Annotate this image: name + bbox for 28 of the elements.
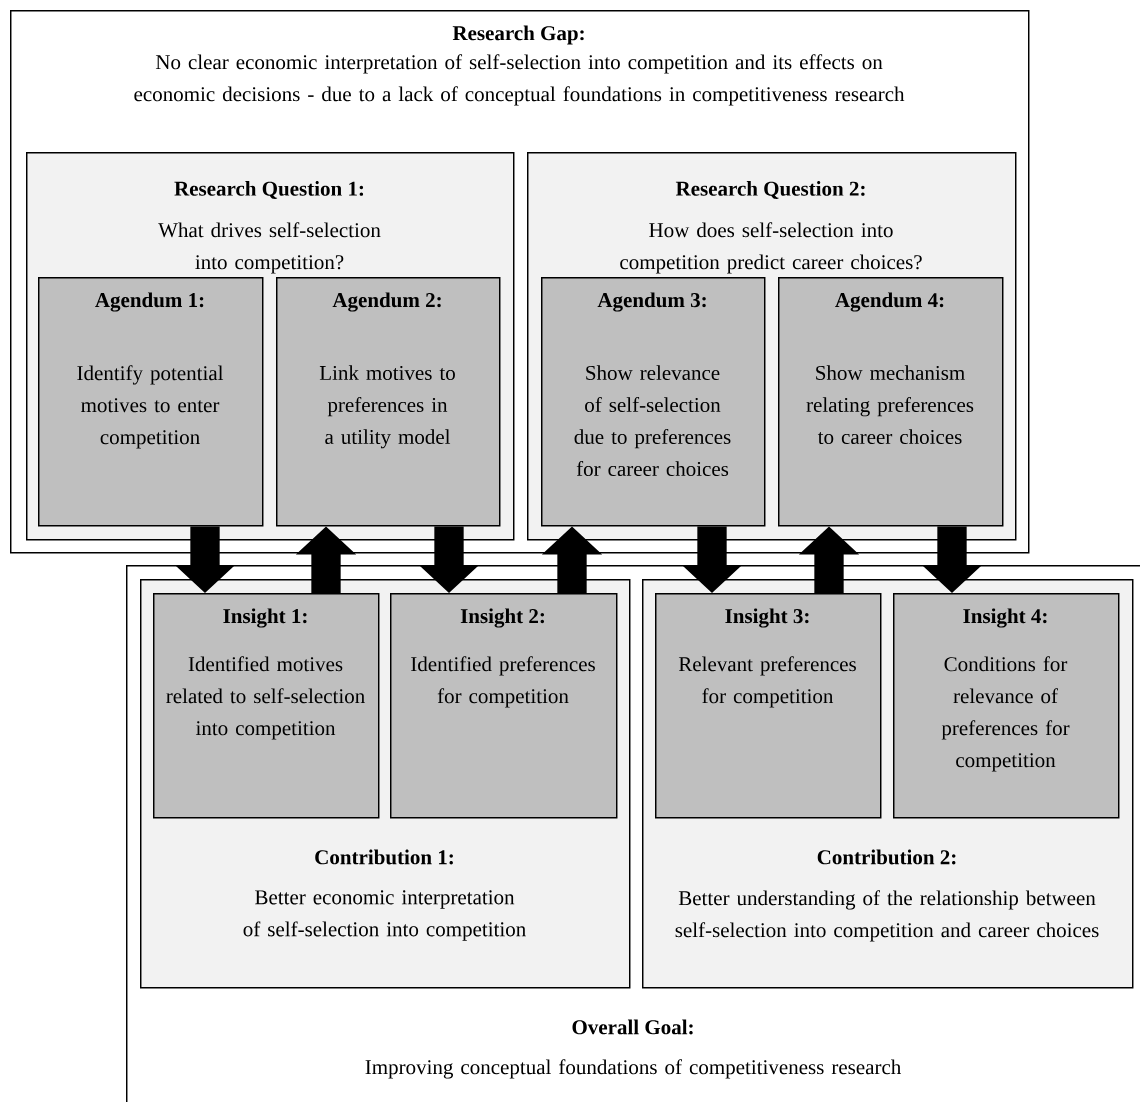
body-text: Relevant preferences for competition	[678, 656, 856, 708]
heading: Insight 3:	[725, 608, 809, 628]
heading: Insight 2:	[460, 608, 544, 628]
body-text: How does self-selection into competition predict career choices?	[620, 222, 922, 274]
body-text: Improving conceptual foundations of competitiveness research	[365, 1059, 902, 1079]
heading: Insight 1:	[223, 608, 307, 628]
body-text: Show relevance of self-selection due to preferences for career choices	[574, 365, 731, 477]
body-text: Better economic interpretation of self-selection into competition	[243, 890, 526, 941]
heading: Research Question 1:	[174, 181, 364, 199]
heading: Agendum 2:	[332, 292, 441, 312]
heading: Research Question 2:	[675, 181, 865, 199]
body-text: Better understanding of the relationship between self-selection into competition and career choices	[675, 890, 1099, 942]
heading: Insight 4:	[963, 608, 1047, 628]
body-text: Identify potential motives to enter competition	[77, 365, 224, 449]
body-text: Link motives to preferences in a utility model	[319, 365, 455, 449]
body-text: Conditions for relevance of preferences for competition	[941, 656, 1070, 772]
heading: Overall Goal:	[572, 1019, 693, 1035]
body-text: Identified preferences for competition	[411, 656, 595, 708]
body-text: Identified motives related to self-selection into competition	[166, 656, 365, 740]
heading: Agendum 1:	[95, 292, 204, 312]
body-text: Show mechanism relating preferences to career choices	[806, 365, 974, 445]
body-text: What drives self-selection into competition?	[158, 222, 381, 274]
heading: Contribution 2:	[817, 849, 956, 865]
body-text: No clear economic interpretation of self-selection into competition and its effects on economic decisions - due to a lack of conceptual foundations in competitiveness research	[134, 54, 905, 106]
heading: Agendum 4:	[835, 292, 944, 312]
heading: Agendum 3:	[597, 292, 706, 312]
heading: Research Gap:	[452, 25, 584, 45]
heading: Contribution 1:	[315, 849, 453, 865]
